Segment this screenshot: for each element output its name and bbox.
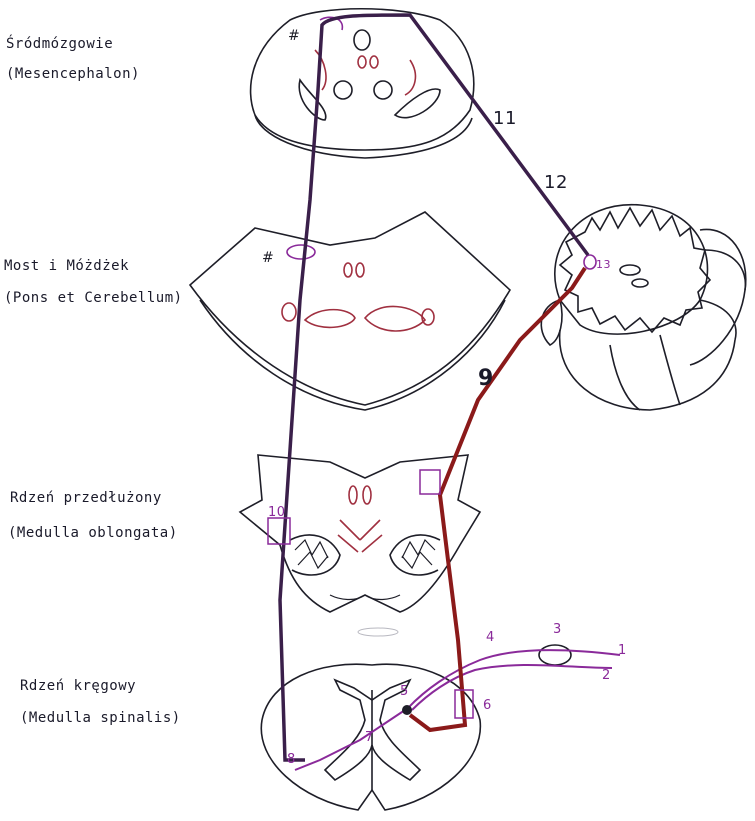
label-mesencephalon-polish: Śródmózgowie (6, 36, 114, 52)
num-12: 12 (544, 172, 568, 193)
num-7: 7 (365, 730, 374, 745)
box-6 (454, 689, 474, 719)
medulla-section (238, 454, 482, 613)
num-9: 9 (478, 366, 494, 391)
pathway-purple-cross (294, 707, 409, 771)
num-10: 10 (268, 505, 286, 520)
num-5: 5 (400, 684, 409, 699)
num-13: 13 (596, 258, 611, 271)
label-pons-latin: (Pons et Cerebellum) (4, 290, 183, 306)
label-medulla-latin: (Medulla oblongata) (8, 525, 178, 541)
mesencephalon-hatch: # (288, 28, 300, 44)
num-3: 3 (553, 622, 562, 637)
pathway-purple-afferent (407, 649, 621, 709)
label-spinal-polish: Rdzeń kręgowy (20, 678, 137, 694)
label-spinal-latin: (Medulla spinalis) (20, 710, 181, 726)
cerebellum (540, 203, 747, 411)
pathway-red (408, 266, 587, 733)
label-medulla-polish: Rdzeń przedłużony (10, 490, 162, 506)
num-1: 1 (618, 643, 627, 658)
label-mesencephalon-latin: (Mesencephalon) (6, 66, 140, 82)
pons-section (188, 211, 512, 411)
box-10 (267, 517, 291, 545)
box-medulla-right (419, 469, 441, 495)
num-2: 2 (602, 668, 611, 683)
pathway-dark-purple (278, 13, 590, 762)
num-8: 8 (287, 752, 296, 767)
num-11: 11 (493, 108, 517, 129)
mesencephalon-section (249, 8, 475, 159)
synapse-dot (402, 705, 412, 715)
label-pons-polish: Most i Móżdżek (4, 258, 130, 274)
pons-hatch: # (262, 250, 274, 266)
num-4: 4 (486, 630, 495, 645)
pathway-purple-afferent-2 (411, 663, 613, 711)
num-6: 6 (483, 698, 492, 713)
